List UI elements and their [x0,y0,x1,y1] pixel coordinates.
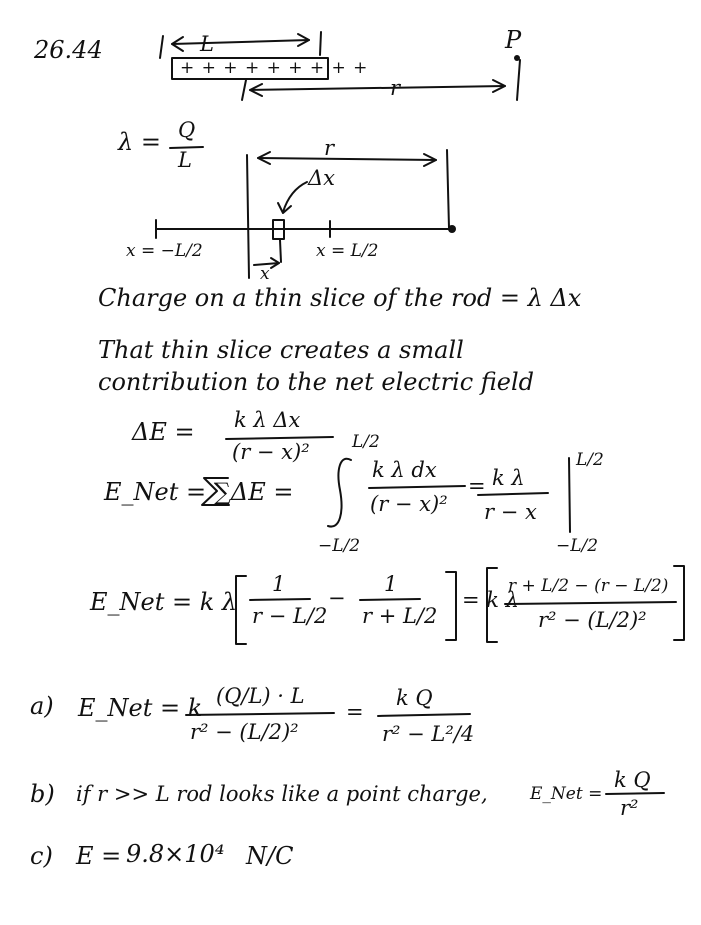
int-upper: L/2 [352,432,380,452]
int-lower: −L/2 [318,536,361,556]
thin-slice [272,219,285,240]
combined-num: r + L/2 − (r − L/2) [508,576,669,596]
combined-den: r² − (L/2)² [538,608,647,632]
bracket-minus: − [328,586,346,610]
part-b-label: b) [30,780,55,808]
slice-charge-text: Charge on a thin slice of the rod = λ Δx [98,284,582,312]
term1-den: r − L/2 [252,604,328,628]
left-end-label: x = −L/2 [126,241,203,261]
res-den: r − x [484,500,537,524]
sum-lhs: E_Net = ∑ΔE = [104,478,294,506]
slice-figure [155,149,456,279]
part-a-den: r² − (L/2)² [190,720,299,744]
res-num: k λ [492,466,525,490]
math-symbols [201,457,685,645]
part-a-lhs: E_Net = k [78,694,203,722]
part-a-eq: = [346,700,364,724]
right-end-label: x = L/2 [316,241,379,261]
term2-num: 1 [384,572,398,596]
x-label: x [260,264,270,284]
part-b-num: k Q [614,768,651,792]
de-num: k λ Δx [234,408,301,432]
distance-label: r [390,76,401,100]
charged-rod [171,57,329,80]
problem-number: 26.44 [34,36,103,64]
density-den: L [178,148,192,172]
part-c-value: 9.8×10⁴ [126,840,225,868]
dx-label: Δx [308,166,336,190]
part-a-label: a) [30,692,54,720]
rod-length-label: L [200,32,214,56]
de-den: (r − x)² [232,440,310,464]
term1-num: 1 [272,572,286,596]
rod-charges: + + + + + + + + + [180,58,369,78]
density-num: Q [178,118,196,142]
part-b-text: if r >> L rod looks like a point charge, [76,782,488,806]
part-c-unit: N/C [246,842,294,870]
part-a-num2: k Q [396,686,433,710]
de-lhs: ΔE = [132,418,195,446]
part-c-label: c) [30,842,53,870]
part-c-lhs: E = [76,842,122,870]
part-b-den: r² [620,796,639,820]
rod-figure [159,31,521,101]
part-a-den2: r² − L²/4 [382,722,475,746]
explanation-line-2: contribution to the net electric field [98,368,535,396]
part-a-num: (Q/L) · L [216,684,305,708]
bracket-lhs: E_Net = k λ [90,588,238,616]
int-eq: = [468,474,486,498]
fraction-bars [169,146,677,795]
eval-lower: −L/2 [556,536,599,556]
int-den: (r − x)² [370,492,448,516]
int-num: k λ dx [372,458,437,482]
point-label: P [505,26,522,54]
part-b-lhs: E_Net = [530,784,603,804]
term2-den: r + L/2 [362,604,438,628]
eval-upper: L/2 [576,450,604,470]
explanation-line-1: That thin slice creates a small [98,336,464,364]
bracket-eq: = k λ [462,588,519,612]
r-label: r [324,136,335,160]
density-lhs: λ = [118,128,161,156]
